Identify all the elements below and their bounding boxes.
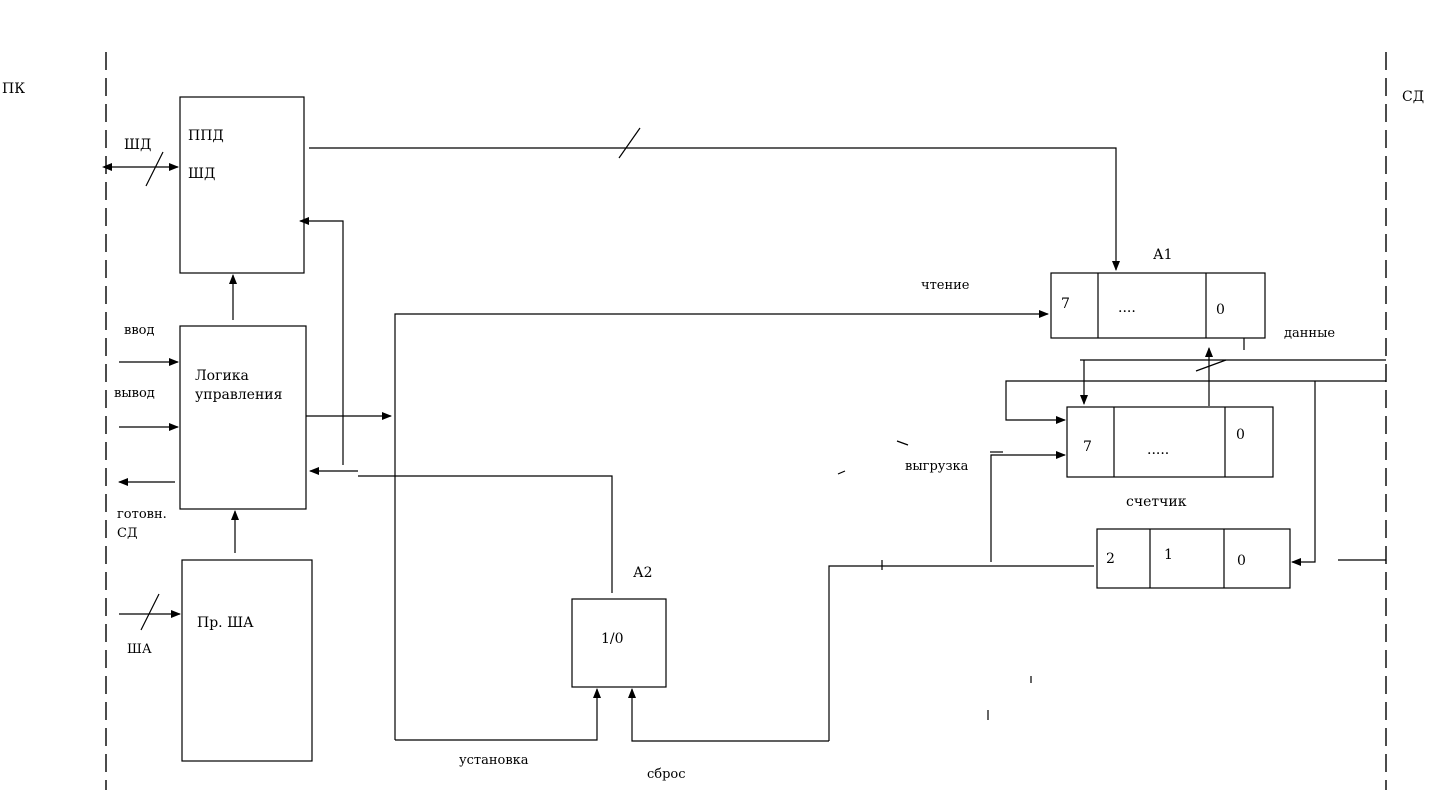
ppd-to-a1-bus bbox=[309, 147, 1120, 271]
a1-register bbox=[1050, 272, 1266, 339]
a2-title: А2 bbox=[633, 565, 653, 581]
unload-signal-label: выгрузка bbox=[905, 459, 969, 474]
counter-title: счетчик bbox=[1126, 494, 1187, 510]
sd-side-label: СД bbox=[1402, 89, 1424, 105]
counter-cell-middle: ..... bbox=[1147, 442, 1169, 458]
small-register-feed bbox=[1291, 381, 1316, 566]
data-bus-label: ШД bbox=[124, 137, 151, 153]
address-receiver-block bbox=[181, 559, 313, 762]
control-logic-block bbox=[179, 325, 307, 510]
unload-signal-line bbox=[990, 451, 1066, 562]
read-signal-line bbox=[394, 310, 1049, 740]
ready-signal-label-1: готовн. bbox=[117, 507, 167, 522]
ppd-to-a1-bus-slash bbox=[618, 127, 641, 159]
data-label: данные bbox=[1284, 326, 1335, 341]
reset-signal-line bbox=[628, 688, 829, 742]
a2-trigger-block bbox=[571, 598, 667, 688]
counter-cell-lsb: 0 bbox=[1236, 427, 1245, 443]
counter-cell-msb: 7 bbox=[1083, 439, 1092, 455]
a1-cell-msb: 7 bbox=[1061, 296, 1070, 312]
small-register-cell-2: 2 bbox=[1106, 551, 1115, 567]
small-register-cell-1: 1 bbox=[1164, 547, 1173, 563]
data-bus-slash bbox=[145, 151, 164, 187]
address-receiver-label: Пр. ША bbox=[197, 615, 254, 631]
control-logic-line2: управления bbox=[195, 387, 283, 403]
stray-mark bbox=[896, 440, 909, 446]
reset-signal-label: сброс bbox=[647, 767, 686, 782]
counter-register bbox=[1066, 406, 1274, 478]
set-signal-line bbox=[395, 688, 601, 741]
a2-value: 1/0 bbox=[601, 631, 624, 647]
a2-output-to-logic bbox=[358, 475, 613, 593]
a1-cell-middle: .... bbox=[1118, 300, 1136, 316]
small-register bbox=[1096, 528, 1291, 589]
address-bus-label: ША bbox=[127, 642, 152, 657]
stray-mark bbox=[837, 470, 846, 475]
small-register-cell-0: 0 bbox=[1237, 553, 1246, 569]
output-signal-label: вывод bbox=[114, 386, 155, 401]
a1-cell-lsb: 0 bbox=[1216, 302, 1225, 318]
pc-side-label: ПК bbox=[2, 81, 25, 97]
reset-from-small-register bbox=[828, 565, 1094, 741]
input-signal-label: ввод bbox=[124, 323, 154, 338]
set-signal-label: установка bbox=[459, 753, 529, 768]
data-bus-slash-right bbox=[1195, 359, 1227, 372]
count-clock-line bbox=[1005, 380, 1386, 424]
read-signal-label: чтение bbox=[921, 278, 970, 293]
ppd-title: ППД bbox=[188, 128, 224, 144]
ppd-block bbox=[179, 96, 305, 274]
ppd-data-bus-label: ШД bbox=[188, 166, 215, 182]
address-bus-slash bbox=[140, 593, 160, 631]
a1-title: А1 bbox=[1153, 247, 1173, 263]
feedback-to-ppd bbox=[299, 217, 344, 465]
control-logic-line1: Логика bbox=[195, 368, 249, 384]
ready-signal-label-2: СД bbox=[117, 526, 138, 541]
